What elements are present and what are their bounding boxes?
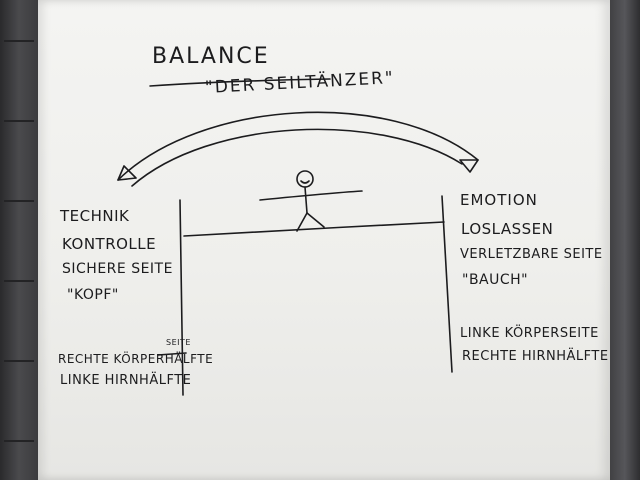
- left-bottom-insert-seite: SEITE: [166, 338, 191, 347]
- strike-through: [157, 352, 187, 356]
- stick-figure-icon: [259, 170, 363, 232]
- arrowhead-left: [117, 165, 137, 181]
- left-item-kontrolle: KONTROLLE: [62, 235, 157, 253]
- easel-frame-right: [606, 0, 640, 480]
- left-item-technik: TECHNIK: [60, 207, 130, 225]
- arc-outer: [117, 111, 479, 181]
- easel-frame-left: [0, 0, 42, 480]
- left-bottom-koerperhaelfte: RECHTE KÖRPERHÄLFTE: [58, 352, 214, 366]
- arrowhead-right: [459, 159, 479, 173]
- right-item-verletzbare-seite: VERLETZBARE SEITE: [460, 247, 603, 262]
- pole-right: [441, 195, 453, 373]
- poster-title: BALANCE: [152, 44, 270, 69]
- right-bottom-hirnhaelfte: RECHTE HIRNHÄLFTE: [462, 349, 609, 364]
- left-bottom-hirnhaelfte: LINKE HIRNHÄLFTE: [60, 373, 192, 388]
- arc-inner: [131, 128, 463, 187]
- pole-left: [179, 199, 184, 396]
- title-underline: [149, 78, 331, 87]
- flipchart-paper: [38, 0, 610, 480]
- tightrope: [183, 221, 445, 237]
- right-item-bauch: "BAUCH": [462, 272, 529, 288]
- left-item-sichere-seite: SICHERE SEITE: [62, 261, 173, 277]
- left-item-kopf: "KOPF": [67, 287, 119, 303]
- right-bottom-koerperseite: LINKE KÖRPERSEITE: [460, 326, 599, 341]
- right-item-emotion: EMOTION: [460, 191, 538, 209]
- right-item-loslassen: LOSLASSEN: [461, 220, 554, 238]
